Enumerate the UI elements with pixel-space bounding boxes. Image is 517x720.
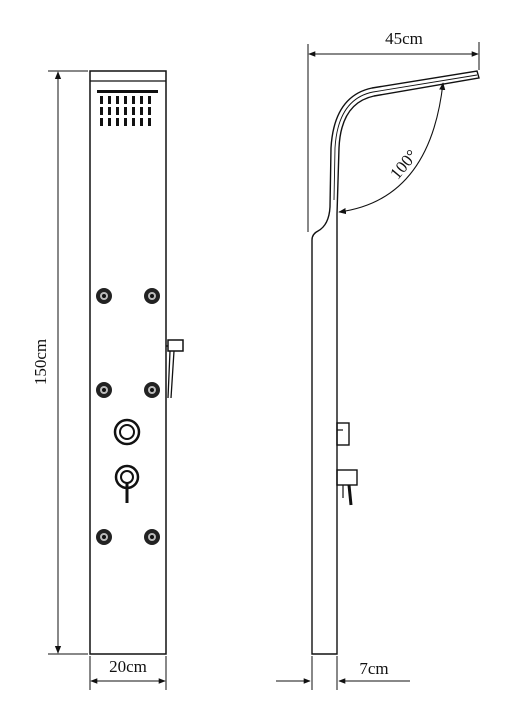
- front-width-dimension: 20cm: [89, 656, 167, 690]
- height-dimension: 150cm: [31, 70, 88, 655]
- angle-arc: [338, 82, 446, 215]
- hand-shower-holder-icon: [166, 339, 184, 399]
- side-depth-label: 7cm: [359, 659, 388, 678]
- rain-shower-head-icon: [97, 90, 158, 126]
- height-label: 150cm: [31, 339, 50, 385]
- arm-reach-label: 45cm: [385, 29, 423, 48]
- body-jet-icon: [96, 288, 112, 304]
- body-jet-icon: [144, 288, 160, 304]
- front-view: 150cm 20cm: [31, 70, 184, 690]
- front-width-label: 20cm: [109, 657, 147, 676]
- diverter-knob-icon: [113, 418, 141, 446]
- arm-reach-dimension: 45cm: [307, 29, 480, 232]
- body-jet-icon: [96, 382, 112, 398]
- side-diverter-icon: [336, 422, 350, 446]
- arm-angle-label: 100°: [386, 146, 421, 183]
- body-jet-icon: [144, 529, 160, 545]
- front-panel-body: [89, 70, 167, 655]
- side-view: 100° 45cm 7cm: [276, 29, 480, 690]
- body-jet-icon: [96, 529, 112, 545]
- side-mixer-lever-icon: [336, 469, 358, 506]
- side-depth-dimension: 7cm: [276, 656, 410, 690]
- body-jet-icon: [144, 382, 160, 398]
- mixer-lever-icon: [114, 464, 140, 503]
